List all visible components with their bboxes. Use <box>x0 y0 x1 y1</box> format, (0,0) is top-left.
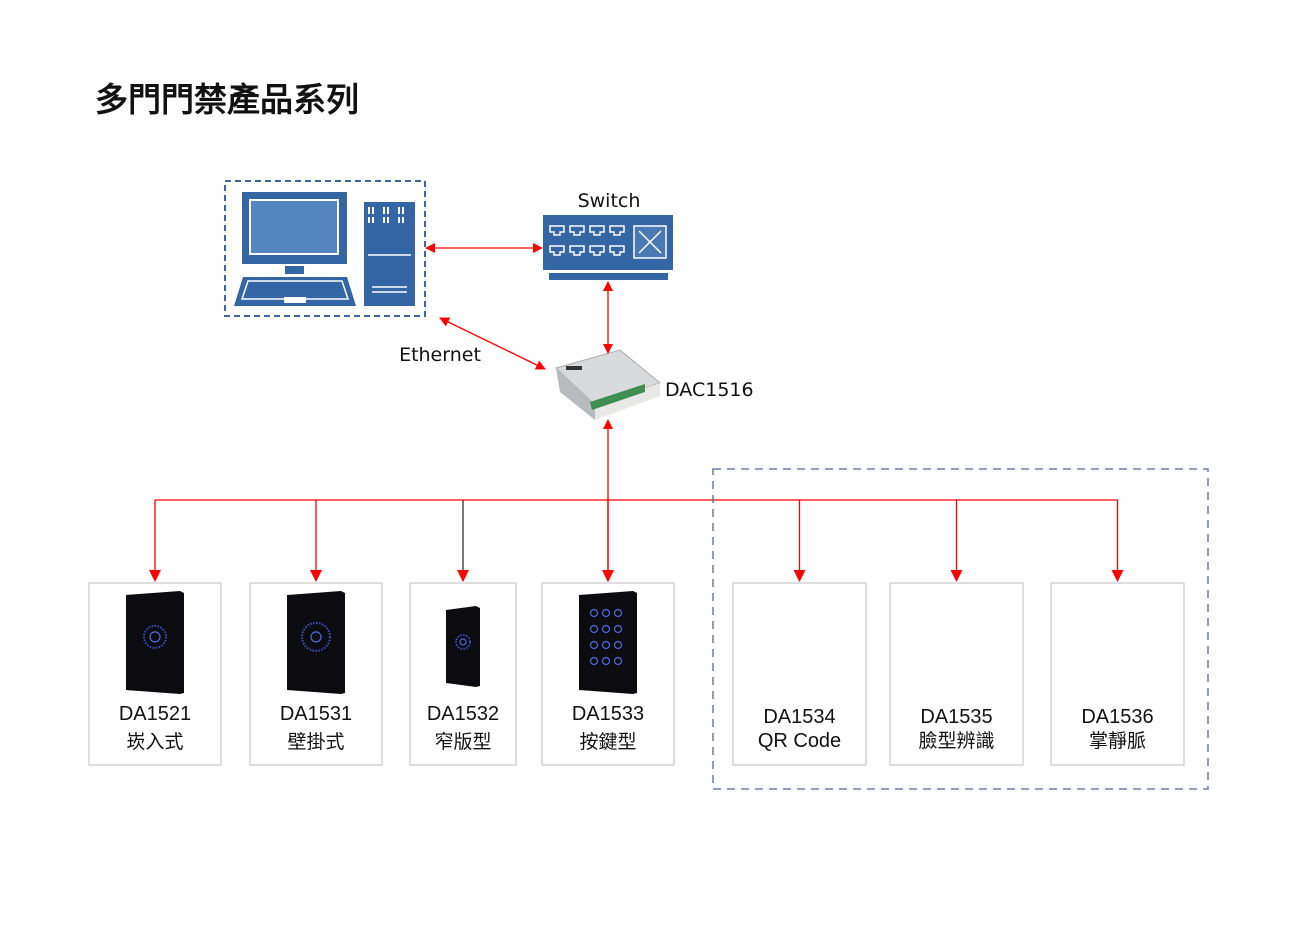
card-reader-image <box>579 591 637 694</box>
ethernet-link <box>439 317 546 370</box>
product-model: DA1533 <box>572 703 644 725</box>
product-name: 臉型辨識 <box>918 730 994 752</box>
product-model: DA1531 <box>280 703 352 725</box>
product-model: DA1536 <box>1081 706 1153 728</box>
product-box <box>732 582 867 766</box>
controller-label: DAC1516 <box>665 379 754 401</box>
product-name: 窄版型 <box>434 731 491 753</box>
card-reader-image <box>126 591 184 694</box>
product-model: DA1532 <box>427 703 499 725</box>
product-name: 按鍵型 <box>579 731 636 753</box>
card-reader-image <box>446 606 480 687</box>
product-model: DA1534 <box>763 706 835 728</box>
product-box <box>889 582 1024 766</box>
product-da1532: DA1532 窄版型 <box>409 500 517 766</box>
product-box <box>1050 582 1185 766</box>
switch-label: Switch <box>578 190 641 212</box>
card-reader-image <box>287 591 345 694</box>
product-name: 壁掛式 <box>287 731 344 753</box>
network-switch-icon <box>543 215 673 280</box>
computer-icon <box>224 180 426 317</box>
product-name: 崁入式 <box>126 731 183 753</box>
product-name: QR Code <box>758 730 841 752</box>
page-title: 多門門禁產品系列 <box>95 80 359 119</box>
product-name: 掌靜脈 <box>1089 730 1146 752</box>
product-model: DA1521 <box>119 703 191 725</box>
controller-board-icon <box>555 349 662 420</box>
product-da1521: DA1521 崁入式 <box>88 500 222 766</box>
product-da1533: DA1533 按鍵型 <box>541 500 675 766</box>
future-products-group <box>712 468 1209 790</box>
product-model: DA1535 <box>920 706 992 728</box>
ethernet-label: Ethernet <box>399 344 481 366</box>
product-da1531: DA1531 壁掛式 <box>249 500 383 766</box>
